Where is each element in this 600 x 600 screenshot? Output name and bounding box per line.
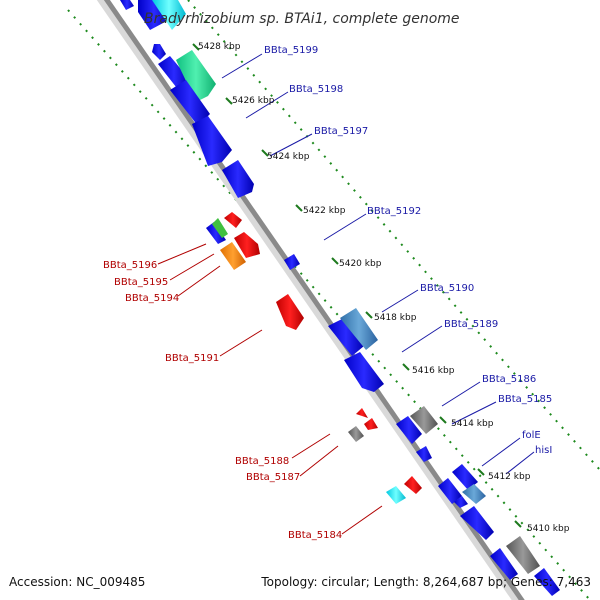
gene-arrow[interactable] bbox=[220, 242, 246, 270]
gene-arrow[interactable] bbox=[222, 160, 254, 198]
gene-label[interactable]: BBta_5198 bbox=[289, 84, 343, 95]
gene-arrow[interactable] bbox=[364, 418, 378, 430]
tick-label: 5412 kbp bbox=[488, 472, 531, 482]
gene-label[interactable]: BBta_5189 bbox=[444, 319, 498, 330]
gene-label[interactable]: BBta_5188 bbox=[235, 456, 289, 467]
genome-backbone bbox=[96, 0, 525, 600]
gene-arrow[interactable] bbox=[438, 478, 462, 504]
tick-label: 5428 kbp bbox=[198, 42, 241, 52]
reference-dotted-lines bbox=[67, 0, 600, 600]
gene-label[interactable]: BBta_5186 bbox=[482, 374, 536, 385]
gene-arrow[interactable] bbox=[176, 50, 216, 102]
tick-label: 5410 kbp bbox=[527, 524, 570, 534]
gene-arrow[interactable] bbox=[212, 218, 228, 238]
gene-label[interactable]: BBta_5191 bbox=[165, 353, 219, 364]
forward-gene-labels: BBta_5199 BBta_5198 BBta_5197 BBta_5192 … bbox=[264, 45, 552, 456]
tick-marks bbox=[192, 43, 522, 528]
gene-arrow[interactable] bbox=[490, 548, 518, 580]
gene-features bbox=[120, 0, 560, 596]
gene-label[interactable]: hisI bbox=[535, 445, 552, 456]
map-title: Bradyrhizobium sp. BTAi1, complete genom… bbox=[144, 11, 460, 27]
gene-label[interactable]: BBta_5194 bbox=[125, 293, 179, 304]
topology-text: Topology: circular; Length: 8,264,687 bp… bbox=[260, 575, 591, 589]
tick-labels: 5428 kbp 5426 kbp 5424 kbp 5422 kbp 5420… bbox=[198, 42, 570, 534]
gene-arrow[interactable] bbox=[344, 352, 384, 392]
gene-arrow[interactable] bbox=[386, 486, 406, 504]
gene-arrow[interactable] bbox=[152, 0, 186, 30]
gene-arrow[interactable] bbox=[192, 116, 232, 166]
gene-arrow[interactable] bbox=[284, 254, 300, 270]
tick-label: 5414 kbp bbox=[451, 419, 494, 429]
gene-arrow[interactable] bbox=[224, 212, 242, 228]
gene-label[interactable]: BBta_5199 bbox=[264, 45, 318, 56]
gene-arrow[interactable] bbox=[340, 308, 378, 350]
gene-arrow[interactable] bbox=[416, 446, 432, 462]
gene-arrow[interactable] bbox=[404, 476, 422, 494]
gene-label[interactable]: BBta_5185 bbox=[498, 394, 552, 405]
gene-arrow[interactable] bbox=[234, 232, 260, 258]
gene-label[interactable]: folE bbox=[522, 430, 541, 441]
gene-arrow[interactable] bbox=[462, 484, 486, 504]
leader-lines bbox=[157, 53, 535, 535]
gene-arrow[interactable] bbox=[534, 568, 560, 596]
gene-label[interactable]: BBta_5187 bbox=[246, 472, 300, 483]
tick-label: 5416 kbp bbox=[412, 366, 455, 376]
gene-arrow[interactable] bbox=[454, 496, 468, 508]
gene-arrow[interactable] bbox=[120, 0, 134, 10]
gene-arrow[interactable] bbox=[152, 44, 166, 60]
tick-label: 5418 kbp bbox=[374, 313, 417, 323]
accession-text: Accession: NC_009485 bbox=[9, 575, 145, 589]
gene-arrow[interactable] bbox=[506, 536, 540, 574]
gene-arrow[interactable] bbox=[276, 294, 304, 330]
gene-arrow[interactable] bbox=[206, 222, 226, 244]
gene-arrow[interactable] bbox=[348, 426, 364, 442]
tick-label: 5420 kbp bbox=[339, 259, 382, 269]
gene-label[interactable]: BBta_5190 bbox=[420, 283, 474, 294]
gene-arrow[interactable] bbox=[396, 416, 422, 444]
reverse-gene-labels: BBta_5196 BBta_5195 BBta_5194 BBta_5191 … bbox=[103, 260, 342, 541]
gene-label[interactable]: BBta_5196 bbox=[103, 260, 157, 271]
tick-label: 5422 kbp bbox=[303, 206, 346, 216]
gene-arrow[interactable] bbox=[452, 464, 478, 490]
gene-label[interactable]: BBta_5184 bbox=[288, 530, 342, 541]
gene-arrow[interactable] bbox=[170, 80, 210, 126]
gene-arrow[interactable] bbox=[410, 406, 438, 434]
gene-label[interactable]: BBta_5197 bbox=[314, 126, 368, 137]
gene-label[interactable]: BBta_5195 bbox=[114, 277, 168, 288]
tick-label: 5424 kbp bbox=[267, 152, 310, 162]
gene-arrow[interactable] bbox=[328, 318, 364, 356]
gene-label[interactable]: BBta_5192 bbox=[367, 206, 421, 217]
gene-arrow[interactable] bbox=[460, 506, 494, 540]
tick-label: 5426 kbp bbox=[232, 96, 275, 106]
gene-arrow[interactable] bbox=[356, 408, 368, 418]
